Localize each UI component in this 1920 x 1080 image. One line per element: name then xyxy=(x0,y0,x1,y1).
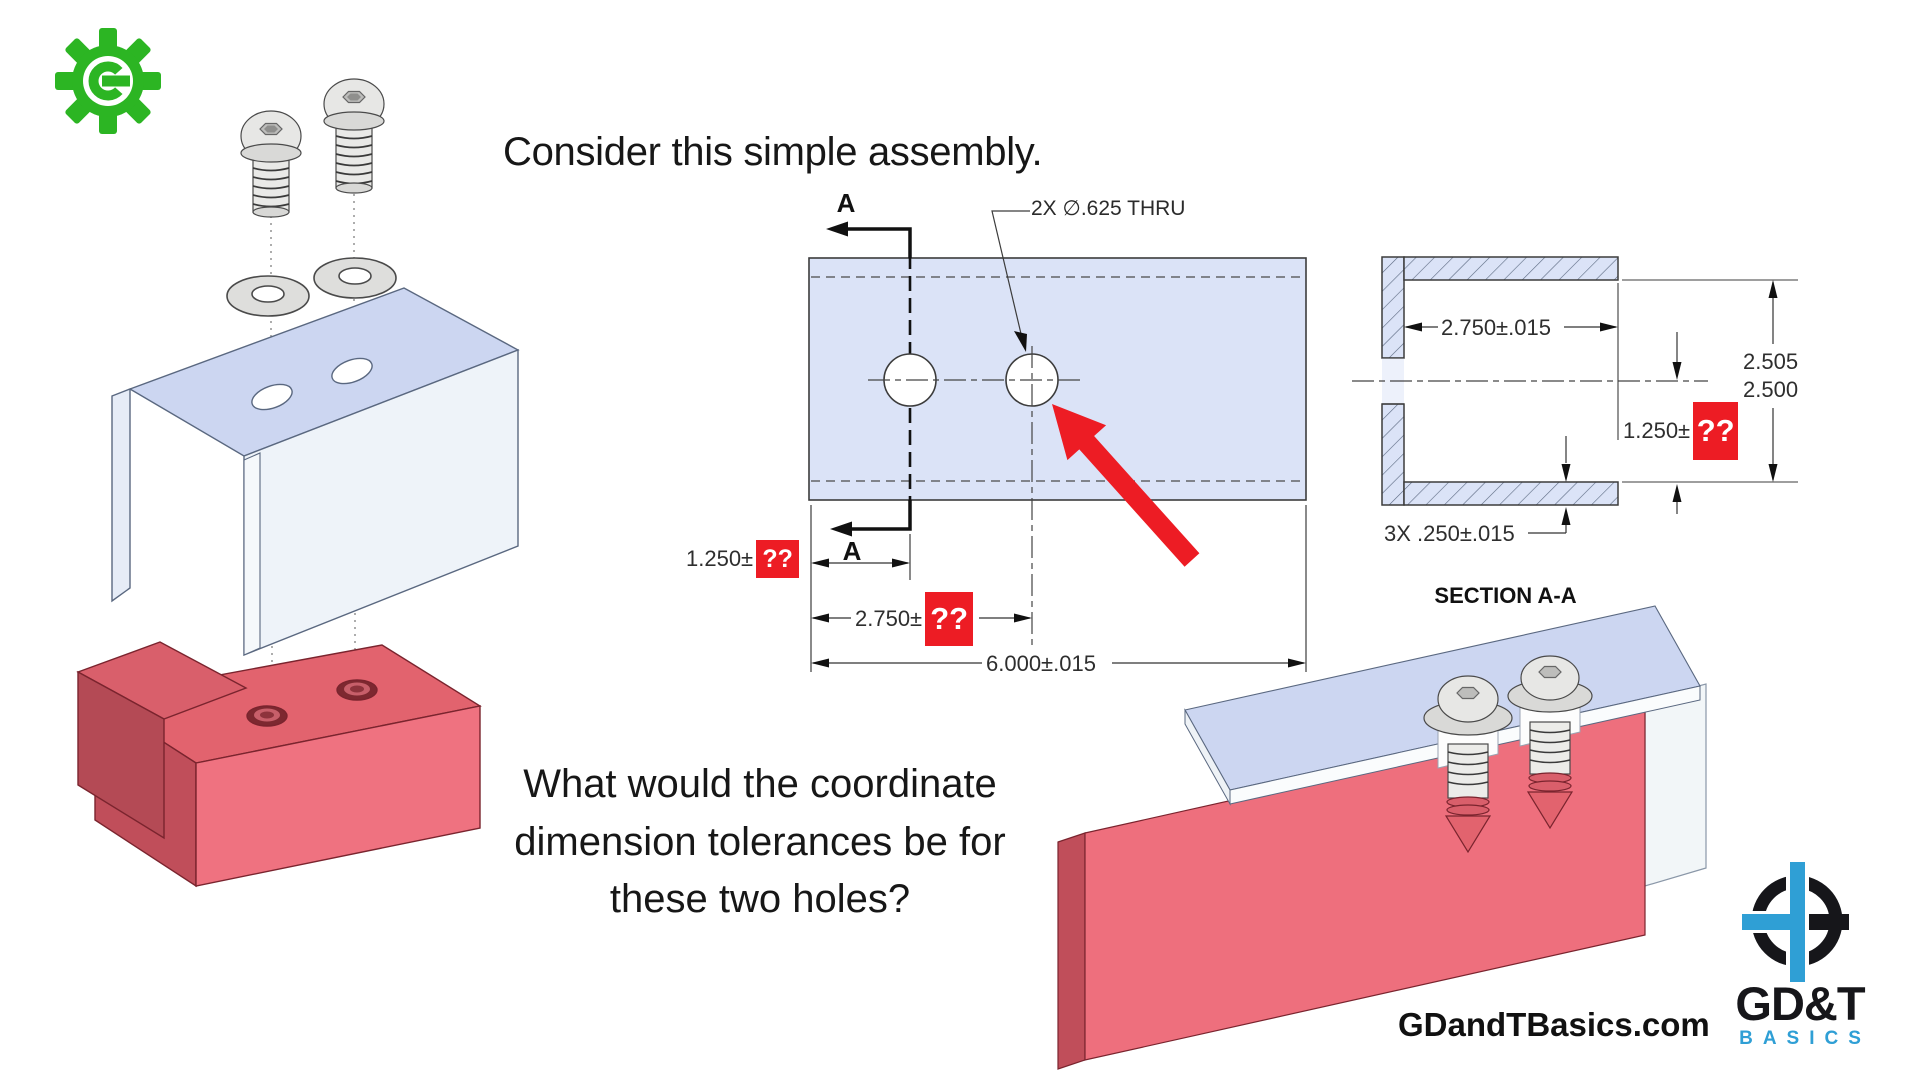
red-block xyxy=(76,641,482,888)
dim-section-hole-height-unknown-badge: ?? xyxy=(1693,402,1739,460)
washer-icon xyxy=(313,257,397,299)
assembled-view xyxy=(1057,605,1707,1070)
section-arrow xyxy=(826,221,912,537)
gdt-logo-subtitle: BASICS xyxy=(1739,1028,1871,1049)
dim-hole-offset-unknown-badge: ?? xyxy=(756,540,800,578)
red-callout-arrow xyxy=(1052,404,1200,567)
dim-hole-spacing: 2.750± ?? xyxy=(855,592,974,646)
section-caption: SECTION A-A xyxy=(1434,583,1577,608)
section-arrow-bottom-label: A xyxy=(842,536,862,566)
section-arrow-top-label: A xyxy=(836,188,856,218)
section-view-drawing xyxy=(1352,256,1798,534)
dim-hole-offset-value: 1.250± xyxy=(686,546,754,571)
top-view-drawing xyxy=(808,210,1307,672)
dim-section-height-min: 2.500 xyxy=(1743,377,1799,402)
website-text: GDandTBasics.com xyxy=(1398,1006,1710,1043)
dim-wall-thickness: 3X .250±.015 xyxy=(1384,521,1515,546)
screw-icon xyxy=(1423,675,1513,854)
gdt-basics-logo-icon xyxy=(1739,859,1849,985)
question-line-3: these two holes? xyxy=(609,877,911,922)
washer-icon xyxy=(226,275,310,317)
screw-icon xyxy=(323,78,385,194)
dim-hole-offset: 1.250± ?? xyxy=(686,540,800,578)
gear-logo-icon xyxy=(55,28,161,134)
dim-overall-length: 6.000±.015 xyxy=(986,651,1096,676)
dim-section-height-max: 2.505 xyxy=(1743,349,1799,374)
dim-hole-spacing-value: 2.750± xyxy=(855,606,923,631)
gdt-logo-title: GD&T xyxy=(1735,977,1865,1030)
question-line-1: What would the coordinate xyxy=(523,762,997,806)
dim-section-hole-height-value: 1.250± xyxy=(1623,418,1691,443)
dim-section-hole-height: 1.250± ?? xyxy=(1623,402,1739,460)
dim-section-depth: 2.750±.015 xyxy=(1441,315,1551,340)
hole-callout: 2X ∅.625 THRU xyxy=(1031,197,1186,220)
question-line-2: dimension tolerances be for xyxy=(514,819,1006,864)
slide-title: Consider this simple assembly. xyxy=(503,130,1043,174)
channel-bracket xyxy=(111,287,520,657)
exploded-view xyxy=(76,78,520,888)
screw-icon xyxy=(240,110,302,218)
screw-icon xyxy=(1507,655,1593,830)
dim-hole-spacing-unknown-badge: ?? xyxy=(925,592,974,646)
question-text: What would the coordinate dimension tole… xyxy=(480,756,1040,929)
